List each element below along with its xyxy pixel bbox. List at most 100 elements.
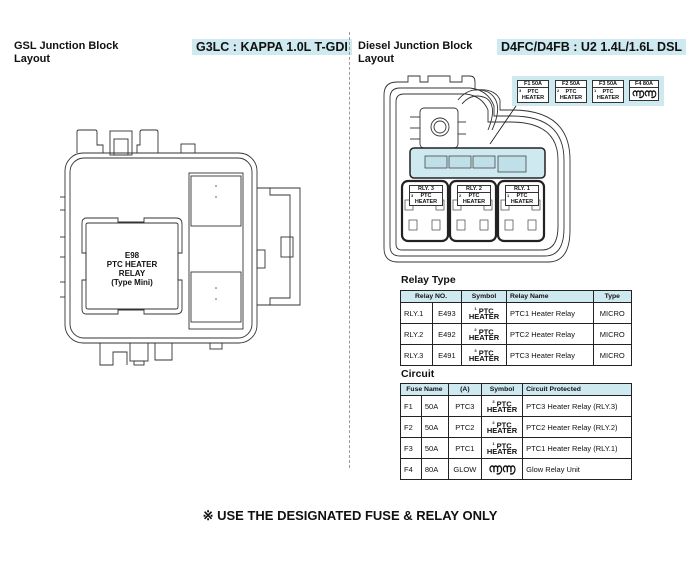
circuit-title: Circuit xyxy=(401,368,435,380)
relay-name: PTC2 Heater Relay xyxy=(505,323,594,345)
relay-no: RLY.2 xyxy=(400,323,433,345)
circuit-table: Fuse Name (A) Symbol Circuit Protected F… xyxy=(400,383,632,480)
relay-name-line1: PTC HEATER xyxy=(106,260,158,269)
circuit-header-row: Fuse Name (A) Symbol Circuit Protected xyxy=(400,383,632,396)
fuse-relay-note: ※ USE THE DESIGNATED FUSE & RELAY ONLY xyxy=(202,508,498,523)
gsl-outer-body xyxy=(64,152,258,344)
fuse-amp: 80A xyxy=(420,458,449,480)
header-symbol: Symbol xyxy=(461,290,507,303)
relay-type: (Type Mini) xyxy=(111,278,153,287)
header-amp: (A) xyxy=(447,383,482,396)
connector-id: E491 xyxy=(431,344,463,366)
relay-type: MICRO xyxy=(592,323,633,345)
table-row: F4 80A GLOW ൬൬ Glow Relay Unit xyxy=(400,458,632,480)
fuse-legend-label: F3 50A xyxy=(593,81,623,88)
relay-type: MICRO xyxy=(592,302,633,324)
fuse-amp: 50A xyxy=(420,395,449,417)
right-connector xyxy=(257,187,301,306)
relay-name-line2: RELAY xyxy=(118,269,146,278)
header-type: Type xyxy=(592,290,633,303)
glow-coil-icon: ൬൬ xyxy=(631,88,657,99)
circuit-protected: PTC2 Heater Relay (RLY.2) xyxy=(522,416,632,438)
top-tab-right xyxy=(136,129,159,153)
circuit-protected: PTC3 Heater Relay (RLY.3) xyxy=(522,395,632,417)
cable-arc xyxy=(457,89,498,131)
relay-bay-1 xyxy=(496,179,546,243)
fuse-slot-f3 xyxy=(472,155,496,169)
diesel-engine-tag: D4FC/D4FB : U2 1.4L/1.6L DSL xyxy=(497,39,687,55)
relay-type-table: Relay NO. Symbol Relay Name Type RLY.1 E… xyxy=(399,290,633,366)
relay-connector-id: E98 xyxy=(124,251,140,260)
relay-name: PTC1 Heater Relay xyxy=(505,302,594,324)
fuse-amp: 50A xyxy=(420,416,449,438)
fuse-slot-lower xyxy=(190,271,242,323)
fuse-legend-label: F2 50A xyxy=(556,81,586,88)
fuse-slot-f1 xyxy=(424,155,448,169)
terminal-post xyxy=(419,107,459,149)
fuse-legend-label: F4 80A xyxy=(630,81,658,88)
relay-slot-id: RLY. 2 xyxy=(458,186,490,193)
relay-type: MICRO xyxy=(592,344,633,366)
fuse-name: PTC1 xyxy=(447,437,482,459)
top-tab-left xyxy=(76,129,104,153)
header-relay-name: Relay Name xyxy=(505,290,594,303)
relay-slot-id: RLY. 1 xyxy=(506,186,538,193)
diesel-title-line2: Layout xyxy=(358,53,395,65)
fuse-legend-label: F1 50A xyxy=(518,81,548,88)
diesel-outer-housing xyxy=(383,75,571,263)
gsl-engine-tag: G3LC : KAPPA 1.0L T-GDI xyxy=(192,39,352,55)
fuse-amp: 50A xyxy=(420,437,449,459)
gsl-section-title: GSL Junction Block Layout xyxy=(14,40,118,66)
fuse-id: F2 xyxy=(400,416,422,438)
mini-relay-label: E98 PTC HEATER RELAY (Type Mini) xyxy=(92,251,172,287)
section-divider xyxy=(349,32,350,468)
header-symbol: Symbol xyxy=(480,383,524,396)
relay-name: PTC3 Heater Relay xyxy=(505,344,594,366)
connector-id: E493 xyxy=(431,302,463,324)
right-fuse-column xyxy=(188,172,244,330)
fuse-legend-f4: F4 80A ൬൬ xyxy=(629,80,659,101)
circuit-protected: Glow Relay Unit xyxy=(522,458,632,480)
bottom-tab-left xyxy=(99,343,128,366)
header-circuit-protected: Circuit Protected xyxy=(522,383,632,396)
fuse-name: PTC2 xyxy=(447,416,482,438)
leader-line xyxy=(489,105,517,145)
relay-no: RLY.1 xyxy=(400,302,433,324)
relay-bay-3 xyxy=(400,179,450,243)
header-fuse-name: Fuse Name xyxy=(400,383,449,396)
mini-relay-socket xyxy=(81,217,183,315)
fuse-id: F4 xyxy=(400,458,422,480)
gsl-title-line1: GSL Junction Block xyxy=(14,40,119,52)
fuse-name: GLOW xyxy=(447,458,482,480)
circuit-protected: PTC1 Heater Relay (RLY.1) xyxy=(522,437,632,459)
gsl-junction-block-diagram xyxy=(60,129,301,366)
relay-type-title: Relay Type xyxy=(401,274,456,286)
fuse-name: PTC3 xyxy=(447,395,482,417)
fuse-id: F1 xyxy=(400,395,422,417)
connector-id: E492 xyxy=(431,323,463,345)
fuse-slot-f4 xyxy=(497,155,527,173)
relay-slot-id: RLY. 3 xyxy=(410,186,442,193)
fuse-id: F3 xyxy=(400,437,422,459)
fuse-slot-f2 xyxy=(448,155,472,169)
relay-no: RLY.3 xyxy=(400,344,433,366)
